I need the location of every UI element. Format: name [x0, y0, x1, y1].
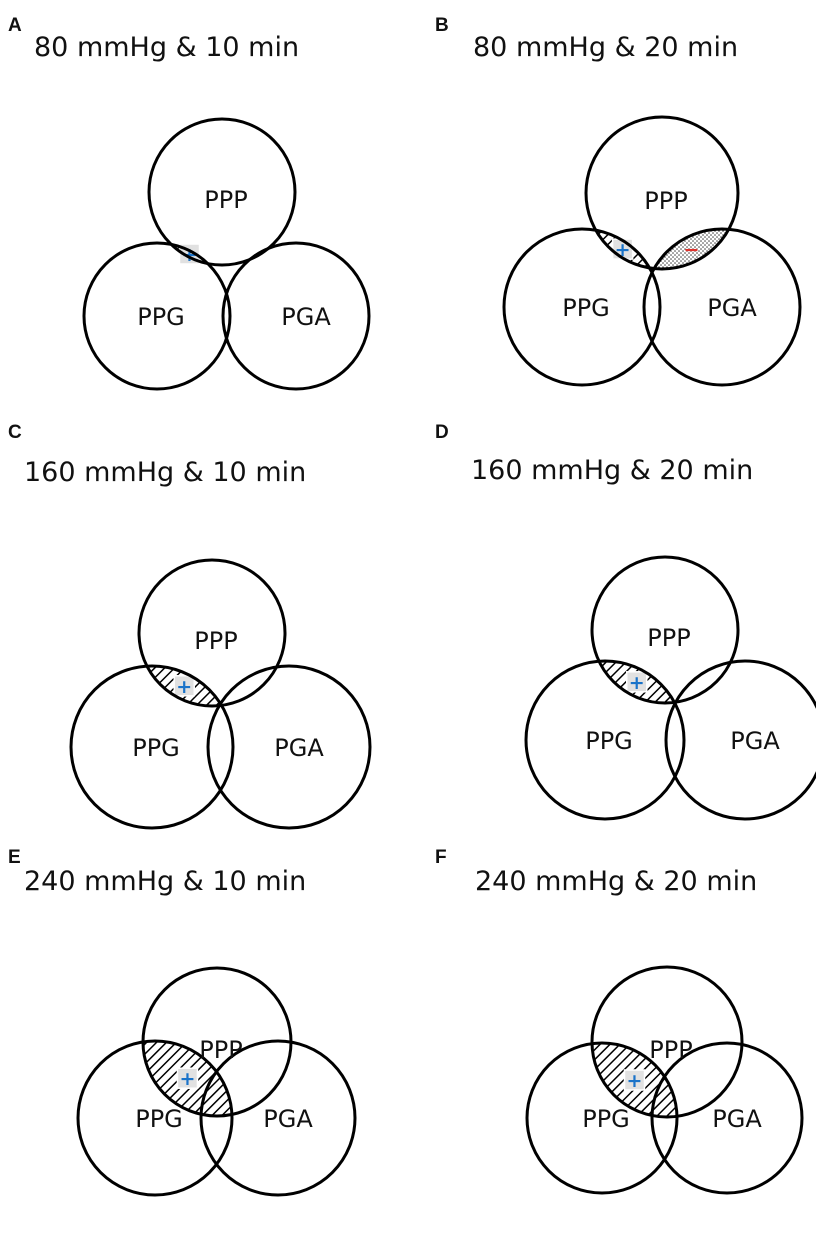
circle-left	[76, 1039, 234, 1197]
circle-label-right: PGA	[281, 303, 331, 331]
negative-sign-marker: −	[683, 239, 699, 261]
circle-top	[137, 558, 287, 708]
circle-label-right: PGA	[274, 734, 324, 762]
circle-label-top: PPP	[647, 624, 690, 652]
circle-label-right: PGA	[707, 294, 757, 322]
positive-sign-marker: +	[625, 671, 648, 694]
panel-title: 80 mmHg & 10 min	[34, 32, 299, 63]
positive-sign-marker: +	[173, 675, 195, 698]
circle-right	[221, 241, 371, 391]
panel-title: 160 mmHg & 20 min	[471, 455, 753, 486]
circle-top	[590, 965, 744, 1119]
circle-label-top: PPP	[194, 627, 237, 655]
circle-label-right: PGA	[712, 1105, 762, 1133]
circle-left	[69, 664, 235, 830]
panel-title: 240 mmHg & 20 min	[475, 866, 757, 897]
panel-letter: B	[435, 15, 449, 36]
svg-text:+: +	[627, 1070, 643, 1092]
circle-label-top: PPP	[649, 1036, 692, 1064]
circle-label-left: PPG	[582, 1105, 630, 1133]
circle-top	[590, 555, 740, 705]
panel-title: 80 mmHg & 20 min	[473, 32, 738, 63]
circle-label-right: PGA	[263, 1105, 313, 1133]
svg-text:+: +	[179, 1068, 195, 1090]
svg-text:+: +	[629, 672, 645, 694]
circle-label-top: PPP	[644, 187, 687, 215]
circle-label-top: PPP	[199, 1036, 242, 1064]
circle-label-left: PPG	[135, 1105, 183, 1133]
circle-label-left: PPG	[562, 294, 610, 322]
positive-sign-marker: +	[623, 1069, 646, 1092]
circle-right	[206, 664, 372, 830]
circle-label-top: PPP	[204, 186, 247, 214]
panel-d: D 160 mmHg & 20 min +PPP PPG PGA	[435, 422, 816, 821]
circle-left	[525, 1041, 679, 1195]
svg-text:+: +	[176, 676, 192, 698]
circle-left	[502, 227, 662, 387]
circle-right	[642, 227, 802, 387]
panel-letter: C	[8, 422, 22, 443]
panel-letter: D	[435, 422, 449, 443]
panel-letter: A	[8, 15, 22, 36]
svg-text:−: −	[683, 239, 699, 261]
circle-right	[199, 1039, 357, 1197]
panel-letter: E	[8, 847, 21, 868]
circle-label-right: PGA	[730, 727, 780, 755]
circle-top	[584, 115, 740, 271]
positive-sign-marker: +	[176, 1067, 199, 1090]
circle-left	[524, 659, 686, 821]
panel-f: F 240 mmHg & 20 min + PPP PPG PGA	[435, 847, 804, 1195]
panel-letter: F	[435, 847, 447, 868]
circle-label-left: PPG	[585, 727, 633, 755]
circle-right	[664, 659, 816, 821]
circle-label-left: PPG	[132, 734, 180, 762]
circle-left	[82, 241, 232, 391]
circle-top	[147, 117, 297, 267]
panel-title: 160 mmHg & 10 min	[24, 457, 306, 488]
circle-right	[650, 1041, 804, 1195]
circle-label-left: PPG	[137, 303, 185, 331]
overlap-region-ppp-pga	[654, 228, 729, 269]
panel-title: 240 mmHg & 10 min	[24, 866, 306, 897]
